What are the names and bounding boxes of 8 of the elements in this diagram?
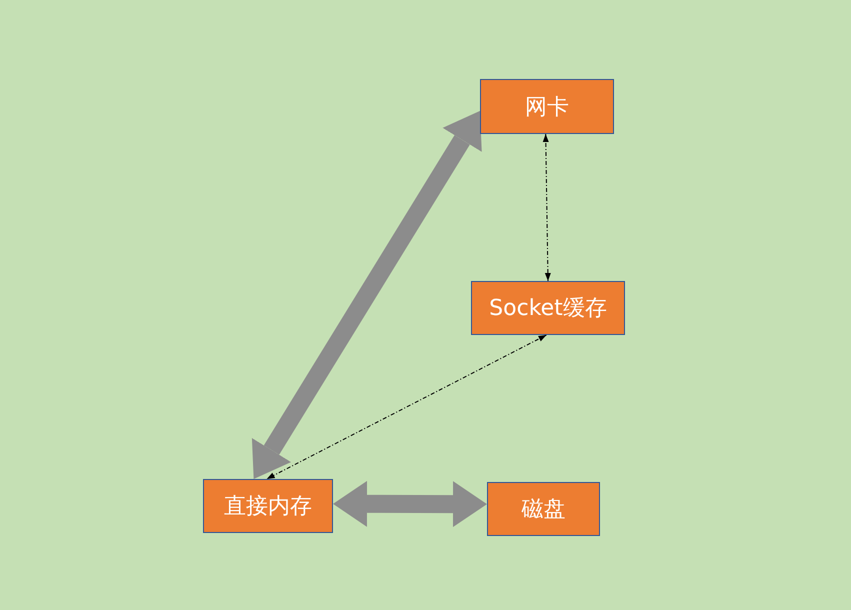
double-arrow [333,480,487,528]
process-box: 磁盘 [487,482,600,536]
process-box: 直接内存 [203,479,333,533]
dashed-arrow [266,334,547,480]
process-box: 网卡 [480,79,614,134]
dashed-arrow [542,134,551,282]
double-arrow [252,110,482,479]
process-box: Socket缓存 [471,281,625,335]
